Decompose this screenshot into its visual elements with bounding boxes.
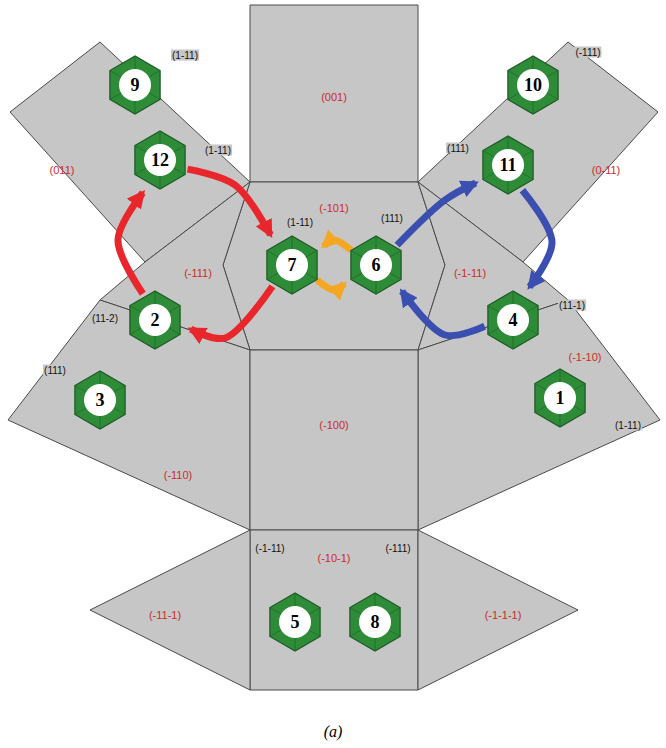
site-number: 4 bbox=[509, 311, 518, 329]
miller-index: (-1-10) bbox=[568, 352, 601, 363]
numbered-site: 8 bbox=[345, 592, 405, 652]
crystal-face: (-100) bbox=[250, 350, 418, 530]
rotation-arrow bbox=[397, 183, 476, 245]
miller-index: (011) bbox=[50, 165, 75, 176]
miller-index: (-11-1) bbox=[149, 610, 181, 621]
site-disc: 6 bbox=[360, 249, 392, 281]
facet-index: (1-11) bbox=[614, 420, 642, 431]
rotation-arrow bbox=[324, 240, 351, 250]
facet-index: (1-11) bbox=[204, 145, 232, 156]
numbered-site: 12 bbox=[130, 130, 190, 190]
site-number: 5 bbox=[291, 613, 300, 631]
facet-index: (1-11) bbox=[171, 50, 199, 61]
rotation-arrow bbox=[317, 280, 344, 290]
face-polygon bbox=[418, 530, 578, 690]
face-polygon bbox=[90, 530, 250, 690]
facet-index: (11-2) bbox=[91, 313, 119, 324]
site-number: 12 bbox=[151, 151, 169, 169]
facet-index: (11-1) bbox=[558, 300, 586, 311]
site-number: 3 bbox=[96, 391, 105, 409]
face-outline bbox=[250, 350, 418, 530]
site-number: 10 bbox=[524, 76, 542, 94]
site-disc: 2 bbox=[139, 304, 171, 336]
numbered-site: 2 bbox=[125, 290, 185, 350]
numbered-site: 5 bbox=[265, 592, 325, 652]
numbered-site: 7 bbox=[262, 235, 322, 295]
numbered-site: 3 bbox=[70, 370, 130, 430]
facet-index: (-111) bbox=[384, 543, 411, 554]
numbered-site: 9 bbox=[105, 55, 165, 115]
site-disc: 5 bbox=[279, 606, 311, 638]
site-number: 9 bbox=[131, 76, 140, 94]
site-disc: 8 bbox=[359, 606, 391, 638]
face-polygon bbox=[250, 350, 418, 530]
site-number: 7 bbox=[288, 256, 297, 274]
site-number: 1 bbox=[556, 389, 565, 407]
numbered-site: 6 bbox=[346, 235, 406, 295]
miller-index: (001) bbox=[321, 92, 347, 103]
facet-index: (-111) bbox=[574, 47, 601, 58]
facet-index: (-1-11) bbox=[254, 543, 285, 554]
crystal-face: (-1-1-1) bbox=[418, 530, 578, 690]
crystal-face: (001) bbox=[250, 5, 418, 182]
miller-index: (0-11) bbox=[592, 165, 621, 176]
face-polygon bbox=[250, 5, 418, 182]
miller-index: (-10-1) bbox=[317, 553, 350, 564]
numbered-site: 4 bbox=[483, 290, 543, 350]
numbered-site: 11 bbox=[478, 135, 538, 195]
site-disc: 11 bbox=[492, 149, 524, 181]
site-number: 11 bbox=[499, 156, 516, 174]
crystal-face: (-11-1) bbox=[90, 530, 250, 690]
site-disc: 12 bbox=[144, 144, 176, 176]
facet-index: (111) bbox=[380, 213, 404, 224]
site-number: 2 bbox=[151, 311, 160, 329]
rotation-arrow bbox=[191, 286, 273, 338]
site-number: 6 bbox=[372, 256, 381, 274]
miller-index: (-100) bbox=[319, 420, 348, 431]
numbered-site: 10 bbox=[503, 55, 563, 115]
site-number: 8 bbox=[371, 613, 380, 631]
face-polygon bbox=[250, 530, 418, 690]
miller-index: (-1-1-1) bbox=[485, 610, 522, 621]
site-disc: 3 bbox=[84, 384, 116, 416]
miller-index: (-111) bbox=[184, 268, 212, 279]
facet-index: (111) bbox=[43, 365, 67, 376]
site-disc: 9 bbox=[119, 69, 151, 101]
figure-caption: (a) bbox=[324, 723, 343, 741]
site-disc: 4 bbox=[497, 304, 529, 336]
numbered-site: 1 bbox=[530, 368, 590, 428]
miller-index: (-101) bbox=[319, 203, 348, 214]
site-disc: 7 bbox=[276, 249, 308, 281]
facet-index: (1-11) bbox=[286, 217, 314, 228]
rotation-arrow bbox=[118, 193, 143, 294]
miller-index: (-110) bbox=[164, 470, 193, 481]
site-disc: 10 bbox=[517, 69, 549, 101]
rotation-arrow bbox=[402, 291, 485, 335]
miller-index: (-1-11) bbox=[454, 268, 486, 279]
rotation-arrow bbox=[188, 169, 271, 235]
site-disc: 1 bbox=[544, 382, 576, 414]
rotation-arrow bbox=[522, 190, 552, 287]
facet-index: (111) bbox=[446, 143, 470, 154]
